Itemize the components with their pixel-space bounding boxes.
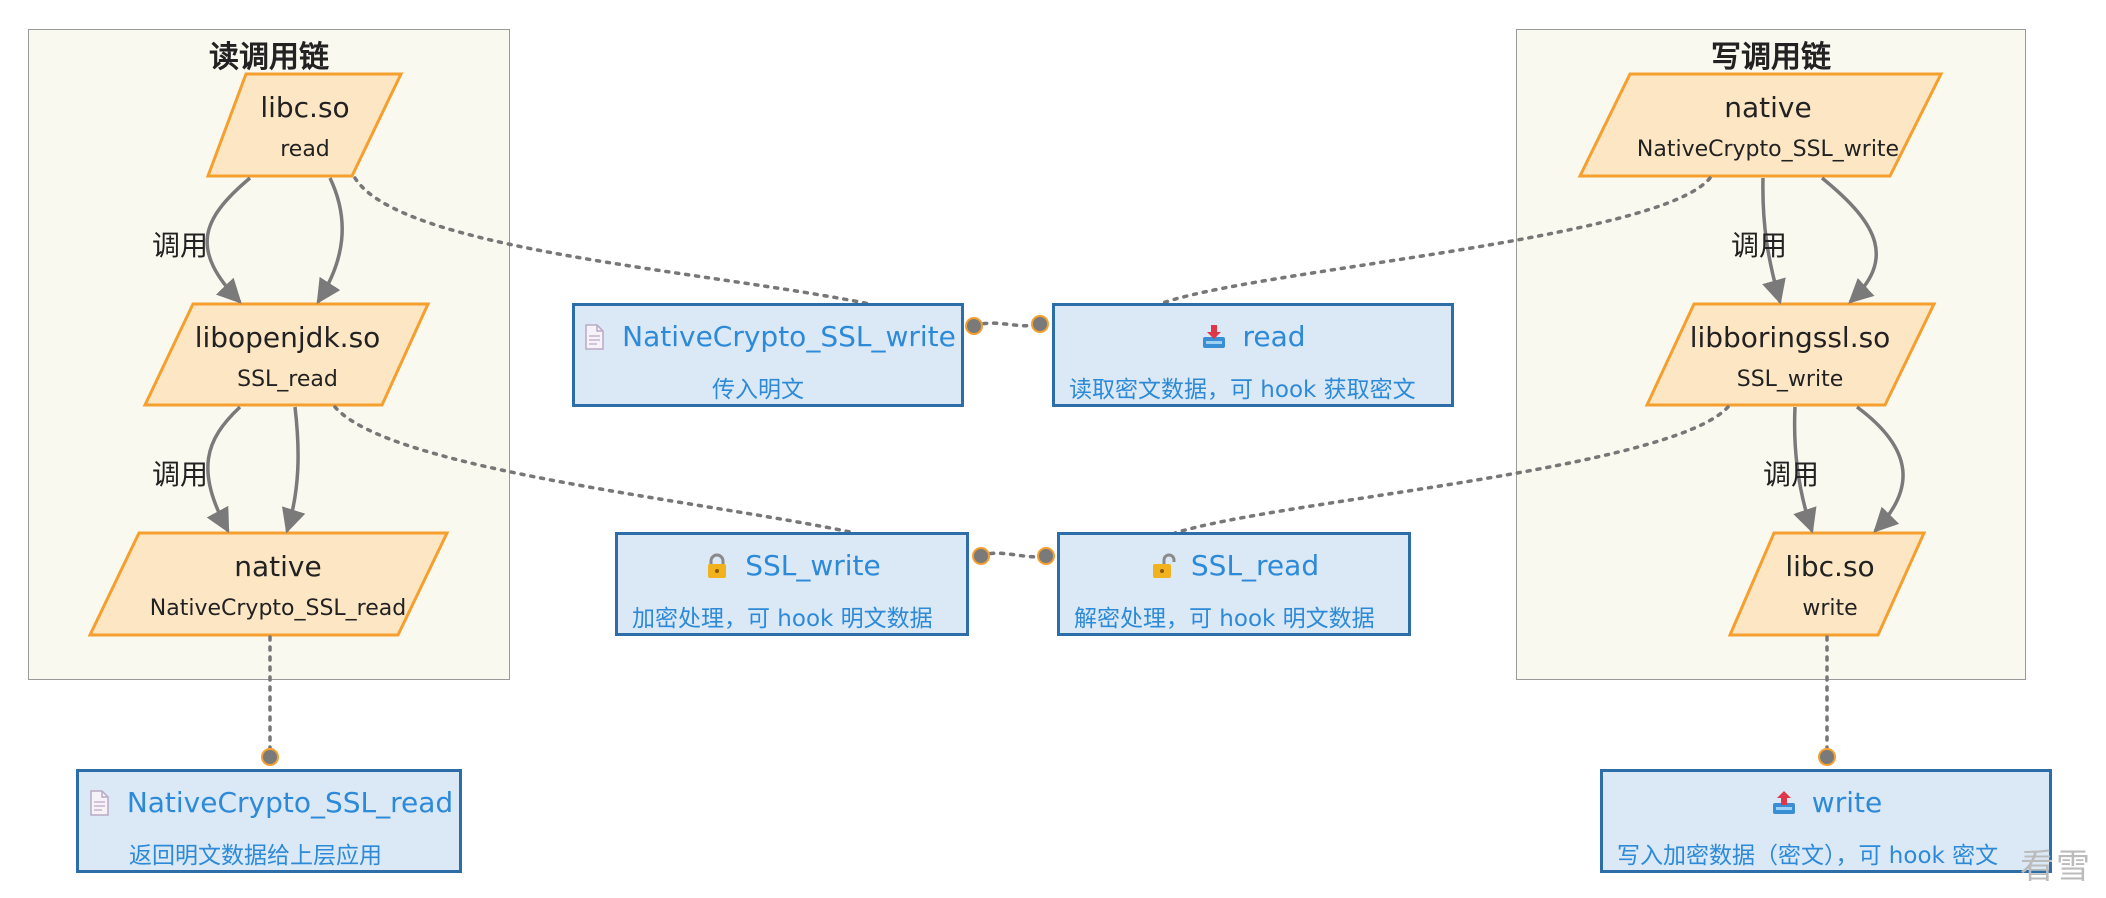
document-icon [85,789,113,817]
note-read: read 读取密文数据，可 hook 获取密文 [1052,303,1454,407]
link-native-write-to-ncwrite-note [1158,176,1712,306]
node-title: libopenjdk.so [194,321,381,354]
note-title: NativeCrypto_SSL_write [622,320,956,353]
connector-dot [1818,748,1836,766]
node-libc-read: libc.so read [215,80,395,174]
note-desc: 加密处理，可 hook 明文数据 [632,606,933,632]
note-desc: 解密处理，可 hook 明文数据 [1074,606,1375,632]
node-title: libboringssl.so [1689,321,1891,354]
note-desc: 返回明文数据给上层应用 [129,843,382,869]
connector-dot [965,317,983,335]
node-libc-write: libc.so write [1745,539,1915,633]
call-arrow [1761,177,1786,305]
document-icon [580,323,608,351]
call-arrow [1855,405,1905,533]
link-libboringssl-to-sslread-note [1173,405,1730,535]
link-notes-top [972,321,1042,328]
node-subtitle: read [280,137,330,162]
connector-dot [1037,547,1055,565]
node-title: libc.so [260,91,350,124]
lock-icon [703,552,731,580]
unlock-icon [1149,552,1177,580]
connector-dot [1031,315,1049,333]
edge-label-call: 调用 [1731,229,1787,262]
connector-dot [261,748,279,766]
node-native-write: native NativeCrypto_SSL_write [1600,80,1936,174]
read-chain-title: 读调用链 [209,40,329,75]
node-subtitle: write [1802,596,1858,621]
note-nativecrypto-ssl-read: NativeCrypto_SSL_read 返回明文数据给上层应用 [76,769,462,873]
call-arrow [206,405,242,534]
inbox-upload-icon [1770,789,1798,817]
node-libopenjdk: libopenjdk.so SSL_read [160,310,415,404]
link-notes-middle [979,551,1048,559]
node-title: libc.so [1785,550,1875,583]
note-desc: 传入明文 [712,377,804,403]
call-arrow [281,406,306,534]
link-libc-read-to-read-note [353,176,872,306]
note-title: NativeCrypto_SSL_read [126,786,454,819]
note-ssl-read: SSL_read 解密处理，可 hook 明文数据 [1057,532,1411,636]
node-native-read-shape [87,531,450,637]
note-title: SSL_write [745,549,881,582]
node-libc-write-shape [1727,531,1927,637]
note-title: SSL_read [1190,549,1320,582]
call-arrow [1792,406,1817,534]
inbox-download-icon [1200,323,1228,351]
call-arrow [205,176,252,304]
note-title: write [1811,786,1883,819]
note-nativecrypto-ssl-write: NativeCrypto_SSL_write 传入明文 [572,303,964,407]
write-chain-title: 写调用链 [1711,40,1831,75]
node-subtitle: NativeCrypto_SSL_read [149,596,407,621]
note-desc: 读取密文数据，可 hook 获取密文 [1069,377,1416,403]
note-title: read [1242,320,1306,353]
node-native-write-shape [1577,72,1944,178]
connector-dot [972,547,990,565]
link-libopenjdk-to-sslwrite-note [333,405,857,535]
node-libboringssl-shape [1644,302,1937,407]
node-libboringssl: libboringssl.so SSL_write [1660,310,1920,404]
note-desc: 写入加密数据（密文），可 hook 密文 [1617,843,1999,869]
node-native-read: native NativeCrypto_SSL_read [110,539,446,633]
edge-label-call: 调用 [1763,458,1819,491]
node-libopenjdk-shape [142,302,431,407]
node-subtitle: SSL_write [1736,367,1844,392]
watermark: 看雪 [2020,847,2092,887]
note-ssl-write: SSL_write 加密处理，可 hook 明文数据 [615,532,969,636]
node-subtitle: NativeCrypto_SSL_write [1636,137,1900,162]
node-title: native [1724,91,1812,124]
node-title: native [234,550,322,583]
node-libc-read-shape [205,72,404,178]
call-arrow [1820,176,1878,304]
note-write: write 写入加密数据（密文），可 hook 密文 [1600,769,2052,873]
node-subtitle: SSL_read [237,367,338,392]
edge-label-call: 调用 [152,458,208,491]
call-arrow [316,177,344,305]
edge-label-call: 调用 [152,229,208,262]
